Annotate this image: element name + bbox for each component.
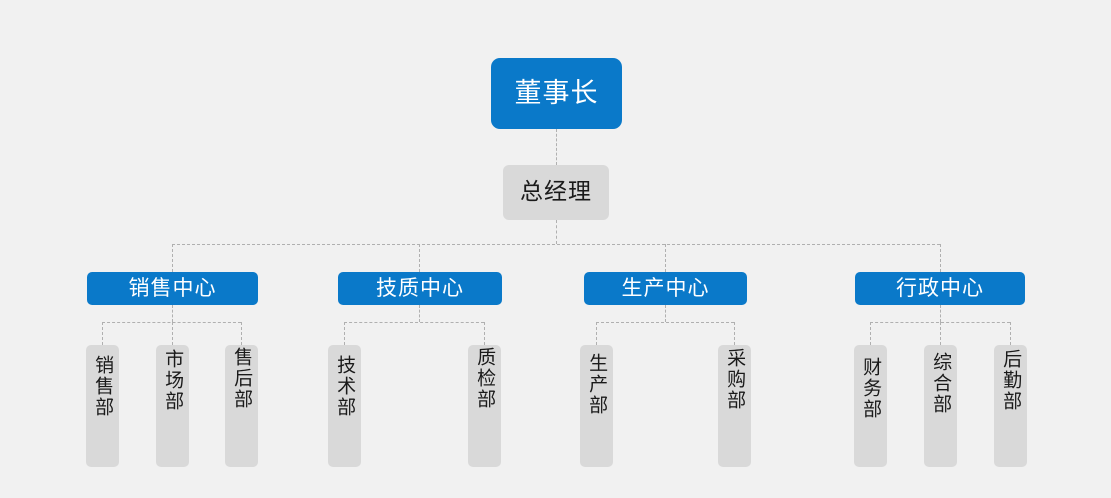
- connector-group-1-branch-2: [172, 322, 173, 345]
- connector-group-3-branch-2: [734, 322, 735, 345]
- node-dept-procurement[interactable]: 采购部: [718, 345, 751, 467]
- connector-center-3-drop: [665, 305, 666, 322]
- node-dept-finance[interactable]: 财务部: [854, 345, 887, 467]
- connector-group-3-branch-1: [596, 322, 597, 345]
- node-general-manager-label: 总经理: [520, 179, 592, 205]
- connector-group-4-branch-2: [940, 322, 941, 345]
- connector-bus-to-center-4: [940, 244, 941, 272]
- connector-group-1-branch-3: [241, 322, 242, 345]
- connector-center-4-drop: [940, 305, 941, 322]
- node-center-production[interactable]: 生产中心: [584, 272, 747, 305]
- connector-group-4-branch-1: [870, 322, 871, 345]
- node-center-sales[interactable]: 销售中心: [87, 272, 258, 305]
- node-center-technical-quality[interactable]: 技质中心: [338, 272, 502, 305]
- connector-group-3-bus: [596, 322, 734, 323]
- node-dept-logistics-label: 后勤部: [1000, 349, 1023, 412]
- connector-gm-drop: [556, 220, 557, 244]
- connector-chairman-to-gm: [556, 129, 557, 165]
- node-chairman[interactable]: 董事长: [491, 58, 622, 129]
- connector-bus-to-center-3: [665, 244, 666, 272]
- node-center-administration[interactable]: 行政中心: [855, 272, 1025, 305]
- connector-group-1-bus: [102, 322, 241, 323]
- node-dept-sales-label: 销售部: [92, 355, 115, 418]
- node-dept-procurement-label: 采购部: [724, 348, 747, 411]
- node-dept-sales[interactable]: 销售部: [86, 345, 119, 467]
- node-dept-market-label: 市场部: [162, 349, 185, 412]
- node-dept-technology-label: 技术部: [334, 355, 357, 418]
- connector-center-1-drop: [172, 305, 173, 322]
- node-center-administration-label: 行政中心: [896, 276, 984, 300]
- connector-group-2-branch-1: [344, 322, 345, 345]
- node-dept-quality-inspection-label: 质检部: [474, 347, 497, 410]
- node-general-manager[interactable]: 总经理: [503, 165, 609, 220]
- node-center-technical-quality-label: 技质中心: [376, 276, 464, 300]
- connector-center-2-drop: [419, 305, 420, 322]
- node-center-production-label: 生产中心: [621, 276, 710, 300]
- connector-bus-to-center-1: [172, 244, 173, 272]
- connector-centers-bus: [172, 244, 940, 245]
- node-dept-general-affairs[interactable]: 综合部: [924, 345, 957, 467]
- node-dept-logistics[interactable]: 后勤部: [994, 345, 1027, 467]
- connector-group-2-branch-2: [484, 322, 485, 345]
- node-dept-after-sales-label: 售后部: [231, 347, 254, 410]
- connector-group-1-branch-1: [102, 322, 103, 345]
- node-dept-market[interactable]: 市场部: [156, 345, 189, 467]
- node-chairman-label: 董事长: [514, 78, 599, 109]
- connector-group-2-bus: [344, 322, 484, 323]
- node-dept-technology[interactable]: 技术部: [328, 345, 361, 467]
- node-dept-finance-label: 财务部: [860, 357, 883, 420]
- node-dept-production[interactable]: 生产部: [580, 345, 613, 467]
- node-dept-production-label: 生产部: [586, 353, 609, 416]
- connector-bus-to-center-2: [419, 244, 420, 272]
- connector-group-4-branch-3: [1010, 322, 1011, 345]
- node-dept-after-sales[interactable]: 售后部: [225, 345, 258, 467]
- node-dept-general-affairs-label: 综合部: [930, 352, 953, 415]
- node-center-sales-label: 销售中心: [128, 276, 217, 300]
- node-dept-quality-inspection[interactable]: 质检部: [468, 345, 501, 467]
